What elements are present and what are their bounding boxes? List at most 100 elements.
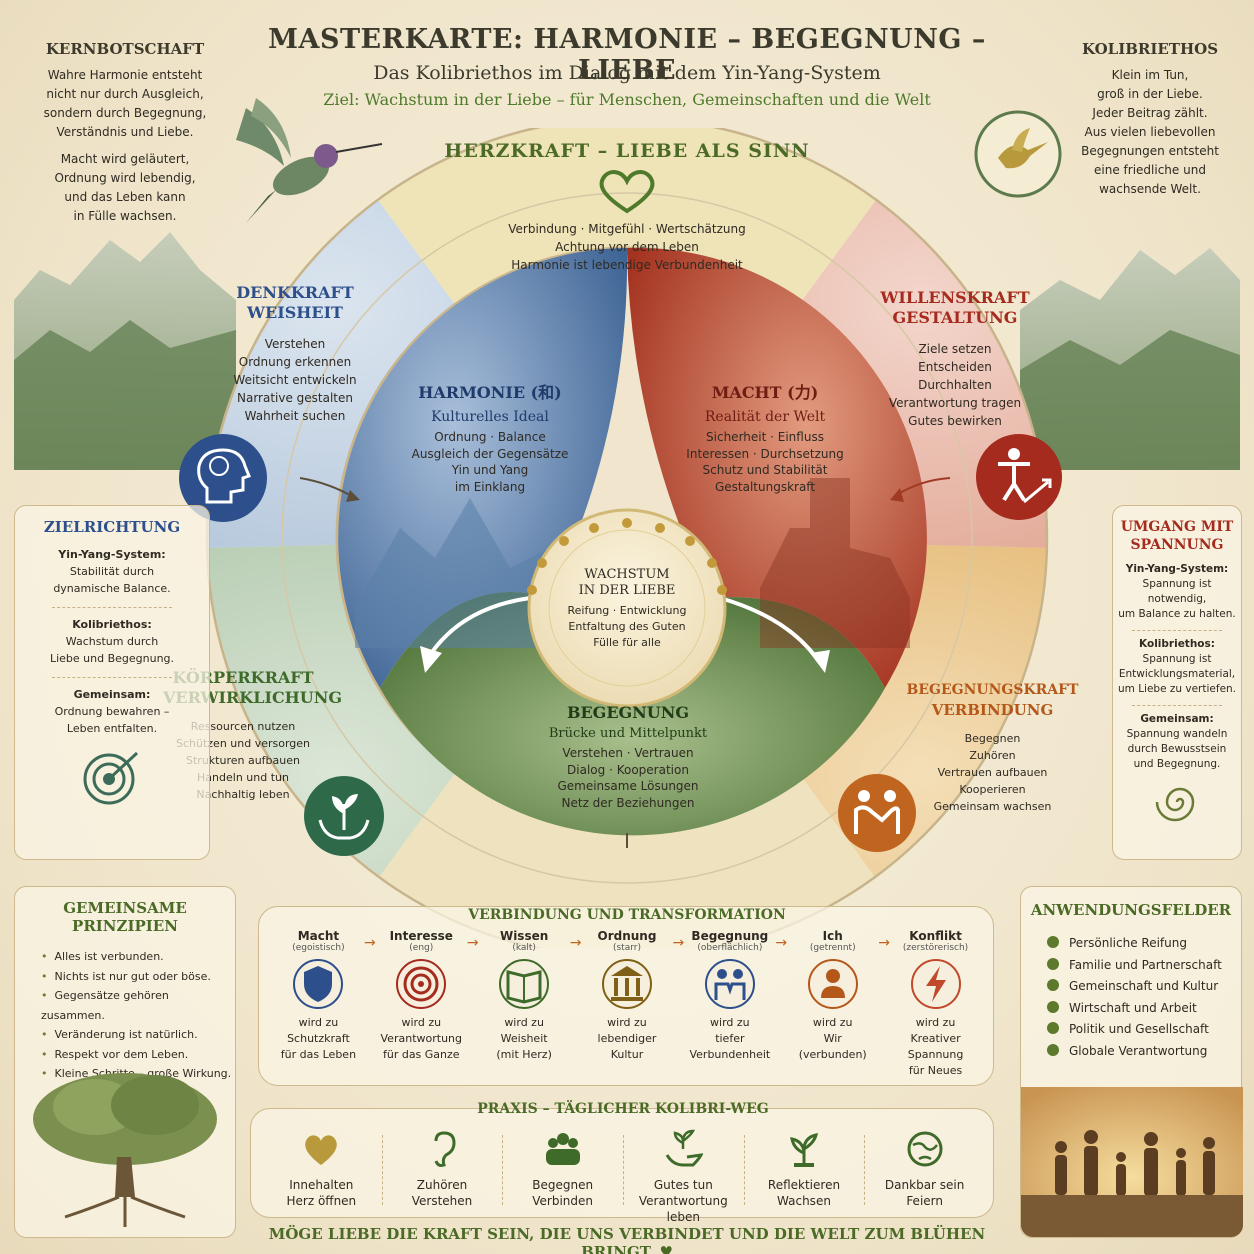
spannung-line: Spannung wandeln — [1126, 728, 1228, 740]
main-circle-diagram — [205, 128, 1049, 948]
anwendung-label: Politik und Gesellschaft — [1069, 1022, 1209, 1036]
person-icon-badge — [807, 959, 858, 1009]
spannung-line: Entwicklungsmaterial, — [1118, 668, 1236, 680]
transformation-wird-zu: wird zu — [401, 1016, 442, 1029]
hand-plant-icon — [666, 1129, 704, 1167]
prinzipien-title: GEMEINSAME PRINZIPIEN — [63, 899, 187, 935]
shield-icon — [304, 966, 333, 1002]
divider — [52, 677, 172, 678]
transformation-wird-zu: wird zu — [812, 1016, 853, 1029]
willenskraft-item: Verantwortung tragen — [888, 396, 1022, 410]
globe-icon — [907, 1131, 943, 1167]
denkkraft-title-2: WEISHEIT — [247, 303, 343, 322]
herzkraft-line: Harmonie ist lebendige Verbundenheit — [511, 258, 743, 272]
achievement-figure-icon — [976, 434, 1062, 520]
praxis-line: Begegnen — [532, 1178, 594, 1192]
kolibriethos-line: groß in der Liebe. — [1097, 87, 1203, 101]
divider — [623, 1135, 624, 1205]
zielrichtung-panel: ZIELRICHTUNG Yin-Yang-System: Stabilität… — [14, 505, 210, 860]
kernbotschaft-line: Wahre Harmonie entsteht — [47, 68, 203, 82]
lightning-icon-badge — [910, 959, 961, 1009]
harmonie-section: HARMONIE (和) Kulturelles Ideal Ordnung ·… — [390, 383, 590, 495]
willenskraft-section: WILLENSKRAFT GESTALTUNG Ziele setzen Ent… — [840, 288, 1070, 430]
shield-icon-badge — [293, 959, 344, 1009]
macht-section: MACHT (力) Realität der Welt Sicherheit ·… — [665, 383, 865, 495]
denkkraft-title-1: DENKKRAFT — [236, 283, 354, 302]
kernbotschaft-line: und das Leben kann — [64, 190, 186, 204]
transformation-result: tiefer — [715, 1032, 745, 1045]
praxis-line: Zuhören — [416, 1178, 468, 1192]
transformation-result: (verbunden) — [798, 1048, 867, 1061]
spannung-line: um Liebe zu vertiefen. — [1117, 683, 1237, 695]
target-icon-badge — [396, 959, 447, 1009]
transformation-result: Wir — [823, 1032, 842, 1045]
handshake-icon — [838, 774, 916, 852]
spannung-line: um Balance zu halten. — [1118, 608, 1236, 620]
transformation-panel: VERBINDUNG UND TRANSFORMATION Macht(egoi… — [258, 906, 994, 1086]
praxis-line: Verbinden — [532, 1194, 594, 1208]
harmonie-line: im Einklang — [454, 479, 526, 494]
prinzip-item: Gegensätze gehören zusammen. — [41, 986, 235, 1025]
transformation-sub: (egoistisch) — [292, 943, 345, 953]
begegnung-line: Gemeinsame Lösungen — [557, 779, 699, 793]
denkkraft-item: Ordnung erkennen — [238, 355, 352, 369]
kernbotschaft-panel: KERNBOTSCHAFT Wahre Harmonie entsteht ni… — [14, 40, 236, 226]
transformation-wird-zu: wird zu — [504, 1016, 544, 1029]
arrow-right-icon: → — [878, 935, 890, 951]
heart-outline-icon — [599, 170, 655, 214]
zielrichtung-line: dynamische Balance. — [53, 582, 171, 595]
denkkraft-item: Verstehen — [264, 337, 326, 351]
transformation-sub: (kalt) — [512, 943, 536, 953]
spannung-title-2: SPANNUNG — [1130, 537, 1224, 553]
denkkraft-item: Weitsicht entwickeln — [233, 373, 357, 387]
wachstum-line: Fülle für alle — [593, 636, 661, 649]
koerperkraft-item: Nachhaltig leben — [196, 788, 290, 801]
wachstum-line: Reifung · Entwicklung — [567, 604, 687, 617]
divider — [743, 1135, 745, 1205]
anwendung-item: Persönliche Reifung — [1047, 933, 1241, 955]
spannung-line: durch Bewusstsein — [1127, 743, 1227, 755]
transformation-result: Weisheit — [500, 1032, 548, 1045]
anwendung-label: Persönliche Reifung — [1069, 936, 1187, 950]
transformation-wird-zu: wird zu — [915, 1016, 956, 1029]
plant-hands-icon — [304, 776, 384, 856]
transformation-sub: (getrennt) — [809, 943, 856, 953]
koerperkraft-item: Ressourcen nutzen — [190, 720, 296, 733]
family-icon — [1047, 957, 1059, 970]
transformation-sub: (zerstörerisch) — [902, 943, 969, 953]
spannung-head: Kolibriethos: — [1139, 638, 1215, 650]
divider — [381, 1135, 383, 1205]
prinzip-item: Nichts ist nur gut oder böse. — [41, 967, 235, 987]
heart-icon — [305, 1135, 338, 1165]
wachstum-section: WACHSTUM IN DER LIEBE Reifung · Entwickl… — [547, 567, 707, 651]
anwendung-item: Gemeinschaft und Kultur — [1047, 976, 1241, 998]
harmonie-line: Ordnung · Balance — [434, 430, 546, 444]
denkkraft-item: Narrative gestalten — [236, 391, 353, 405]
divider — [1132, 630, 1222, 631]
herzkraft-title: HERZKRAFT – LIEBE ALS SINN — [444, 140, 810, 162]
transformation-sub: (oberflächlich) — [697, 943, 763, 953]
prinzipien-panel: GEMEINSAME PRINZIPIEN Alles ist verbunde… — [14, 886, 236, 1238]
begegnungskraft-title-2: VERBINDUNG — [931, 701, 1054, 719]
zielrichtung-head: Yin-Yang-System: — [58, 548, 166, 561]
praxis-line: Wachsen — [777, 1194, 831, 1208]
begegnung-line: Netz der Beziehungen — [561, 795, 695, 810]
transformation-sub: (starr) — [612, 943, 641, 953]
praxis-line: Verantwortung leben — [638, 1194, 728, 1224]
transformation-label: Begegnung — [691, 929, 769, 943]
anwendung-item: Politik und Gesellschaft — [1047, 1019, 1241, 1041]
zielrichtung-head: Gemeinsam: — [73, 688, 151, 701]
kernbotschaft-line: Ordnung wird lebendig, — [54, 171, 196, 185]
transformation-wird-zu: wird zu — [607, 1016, 647, 1029]
transformation-result: Kultur — [610, 1048, 644, 1061]
willenskraft-title-1: WILLENSKRAFT — [880, 288, 1030, 307]
transformation-sub: (eng) — [409, 943, 434, 953]
